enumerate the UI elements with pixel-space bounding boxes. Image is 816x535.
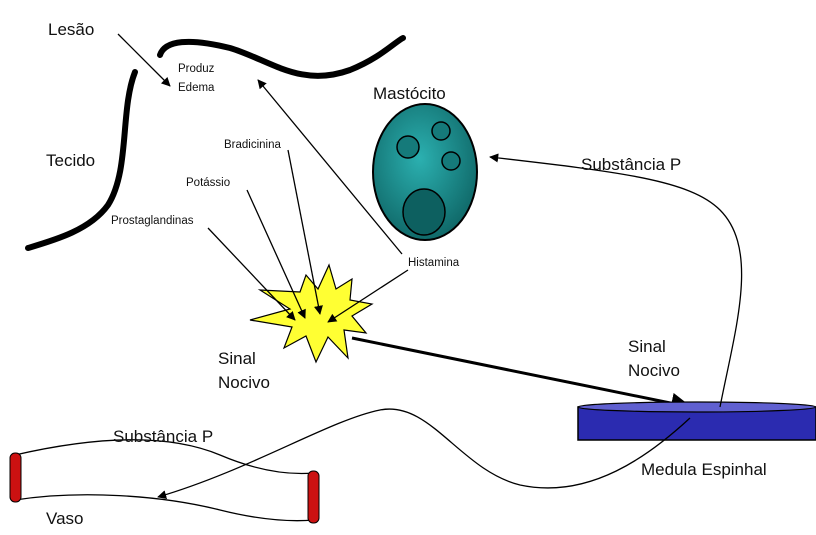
label-vaso: Vaso (46, 509, 84, 528)
medula-espinhal (578, 402, 816, 440)
prostaglandinas-arrow (208, 228, 295, 320)
granule (432, 122, 450, 140)
label-sinal-nocivo-right-1: Sinal (628, 337, 666, 356)
granule (397, 136, 419, 158)
label-substancia-p-bottom: Substância P (113, 427, 213, 446)
mastocito-cell (373, 104, 477, 240)
label-tecido: Tecido (46, 151, 95, 170)
label-edema: Edema (178, 82, 215, 94)
label-bradicinina: Bradicinina (224, 139, 281, 151)
nucleus (403, 189, 445, 235)
vaso-cap-left (10, 453, 21, 502)
label-medula-espinhal: Medula Espinhal (641, 460, 767, 479)
substancia-p-top-path (490, 157, 742, 407)
label-lesao: Lesão (48, 20, 94, 39)
label-sinal-nocivo-left-2: Nocivo (218, 373, 270, 392)
label-produz: Produz (178, 63, 215, 75)
label-histamina: Histamina (408, 257, 460, 269)
label-sinal-nocivo-left-1: Sinal (218, 349, 256, 368)
granule (442, 152, 460, 170)
label-substancia-p-top: Substância P (581, 155, 681, 174)
vaso-cap-right (308, 471, 319, 523)
sinal-nocivo-burst (250, 265, 372, 362)
label-prostaglandinas: Prostaglandinas (111, 215, 194, 227)
label-mastocito: Mastócito (373, 84, 446, 103)
label-potassio: Potássio (186, 177, 230, 189)
lesao-arrow (118, 34, 170, 86)
label-sinal-nocivo-right-2: Nocivo (628, 361, 680, 380)
